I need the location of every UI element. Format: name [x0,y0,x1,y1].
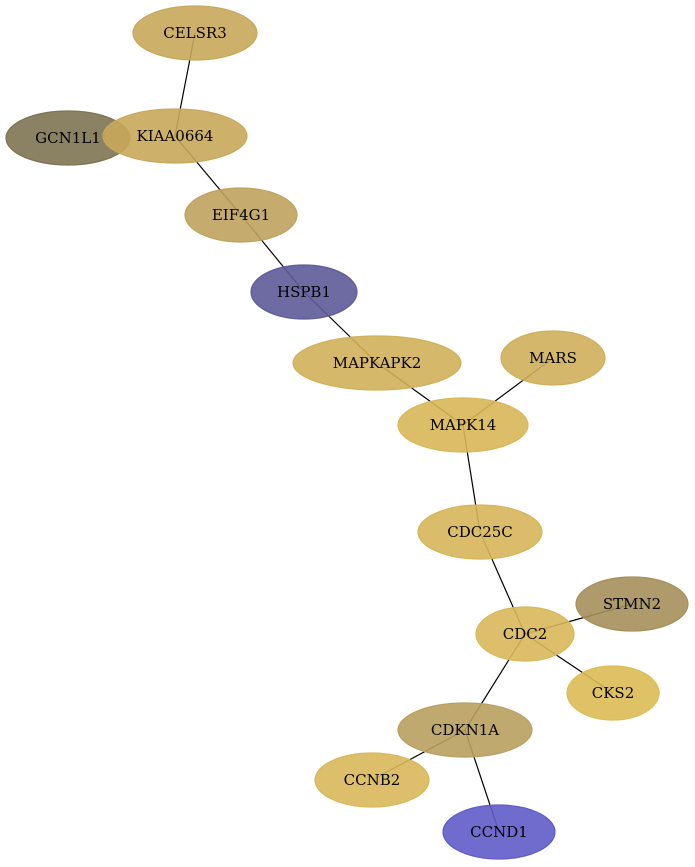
node-kiaa0664[interactable]: KIAA0664 [102,108,248,164]
node-cdc25c[interactable]: CDC25C [417,504,543,560]
node-label: CCNB2 [344,771,401,789]
node-shape [397,397,529,453]
node-shape [566,665,660,721]
node-shape [292,335,462,391]
node-mars[interactable]: MARS [500,330,606,386]
node-shape [500,330,606,386]
node-shape [102,108,248,164]
node-cks2[interactable]: CKS2 [566,665,660,721]
node-mapkapk2[interactable]: MAPKAPK2 [292,335,462,391]
node-label: STMN2 [603,595,661,613]
node-shape [442,804,556,860]
node-label: MAPK14 [430,416,497,434]
node-cdc2[interactable]: CDC2 [475,606,575,662]
node-shape [132,5,258,61]
node-label: MARS [529,349,577,367]
node-label: KIAA0664 [137,127,214,145]
node-label: CELSR3 [163,24,227,42]
node-label: EIF4G1 [212,206,270,224]
node-label: MAPKAPK2 [333,354,422,372]
node-celsr3[interactable]: CELSR3 [132,5,258,61]
node-shape [314,752,430,808]
node-mapk14[interactable]: MAPK14 [397,397,529,453]
node-eif4g1[interactable]: EIF4G1 [184,187,298,243]
node-ccnd1[interactable]: CCND1 [442,804,556,860]
node-label: CDKN1A [431,721,499,739]
node-shape [475,606,575,662]
node-label: CKS2 [592,684,635,702]
node-hspb1[interactable]: HSPB1 [250,264,358,320]
node-cdkn1a[interactable]: CDKN1A [397,702,533,758]
node-shape [184,187,298,243]
node-label: GCN1L1 [35,129,101,147]
node-ccnb2[interactable]: CCNB2 [314,752,430,808]
node-stmn2[interactable]: STMN2 [575,576,689,632]
node-shape [397,702,533,758]
node-label: CDC25C [447,523,513,541]
node-label: HSPB1 [277,283,331,301]
node-shape [417,504,543,560]
node-label: CCND1 [470,823,528,841]
node-shape [250,264,358,320]
node-label: CDC2 [503,625,548,643]
node-shape [575,576,689,632]
